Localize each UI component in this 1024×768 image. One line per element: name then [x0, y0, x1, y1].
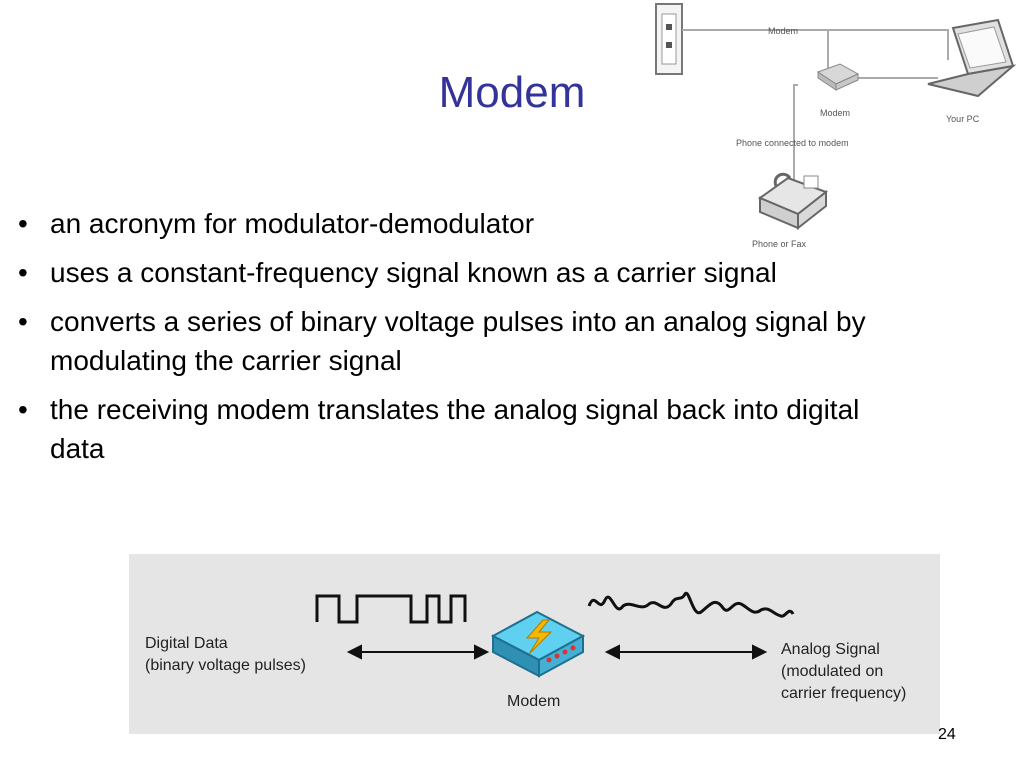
analog-signal-sublabel-2: carrier frequency)	[781, 685, 906, 702]
modem-label: Modem	[820, 108, 850, 118]
wire-lines	[682, 29, 949, 180]
phone-line-label: Phone connected to modem	[736, 138, 849, 148]
fax-machine-icon	[757, 172, 829, 231]
wall-jack-icon	[655, 3, 683, 75]
bullet-dot: •	[18, 208, 28, 239]
digital-data-label: Digital Data	[145, 635, 228, 652]
bullet-item: • an acronym for modulator-demodulator	[18, 204, 918, 243]
bullet-text: converts a series of binary voltage puls…	[50, 306, 866, 376]
bullet-text: an acronym for modulator-demodulator	[50, 208, 535, 239]
modem-device-icon	[816, 63, 860, 91]
modem-figure: Digital Data (binary voltage pulses) Mod…	[129, 554, 940, 734]
modem-figure-svg: Digital Data (binary voltage pulses) Mod…	[145, 591, 906, 710]
digital-arrow	[346, 644, 490, 660]
analog-signal-sublabel-1: (modulated on	[781, 663, 883, 680]
bullet-text: uses a constant-frequency signal known a…	[50, 257, 777, 288]
page-number: 24	[938, 726, 956, 743]
laptop-icon	[927, 18, 1017, 98]
bullet-dot: •	[18, 394, 28, 425]
bullet-list: • an acronym for modulator-demodulator • u…	[18, 204, 918, 478]
modem-label: Modem	[507, 693, 560, 710]
bullet-item: • uses a constant-frequency signal known …	[18, 253, 918, 292]
digital-data-sublabel: (binary voltage pulses)	[145, 657, 306, 674]
bullet-item: • the receiving modem translates the anal…	[18, 390, 918, 468]
line-label: Modem	[768, 26, 798, 36]
phone-label: Phone or Fax	[752, 239, 807, 249]
bullet-text: the receiving modem translates the analo…	[50, 394, 860, 464]
lightning-icon	[525, 619, 553, 655]
bullet-dot: •	[18, 306, 28, 337]
bullet-dot: •	[18, 257, 28, 288]
bullet-item: • converts a series of binary voltage pul…	[18, 302, 918, 380]
analog-arrow	[604, 644, 768, 660]
slide-title: Modem	[438, 68, 586, 117]
pc-label: Your PC	[946, 114, 980, 124]
network-diagram-svg: Modem Modem Your PC Phone connected to m…	[655, 3, 1017, 249]
network-diagram: Modem Modem Your PC Phone connected to m…	[648, 0, 1024, 255]
analog-signal-label: Analog Signal	[781, 641, 880, 658]
analog-wave	[587, 591, 795, 618]
digital-square-wave	[315, 594, 467, 624]
modem-device-icon	[490, 610, 586, 678]
